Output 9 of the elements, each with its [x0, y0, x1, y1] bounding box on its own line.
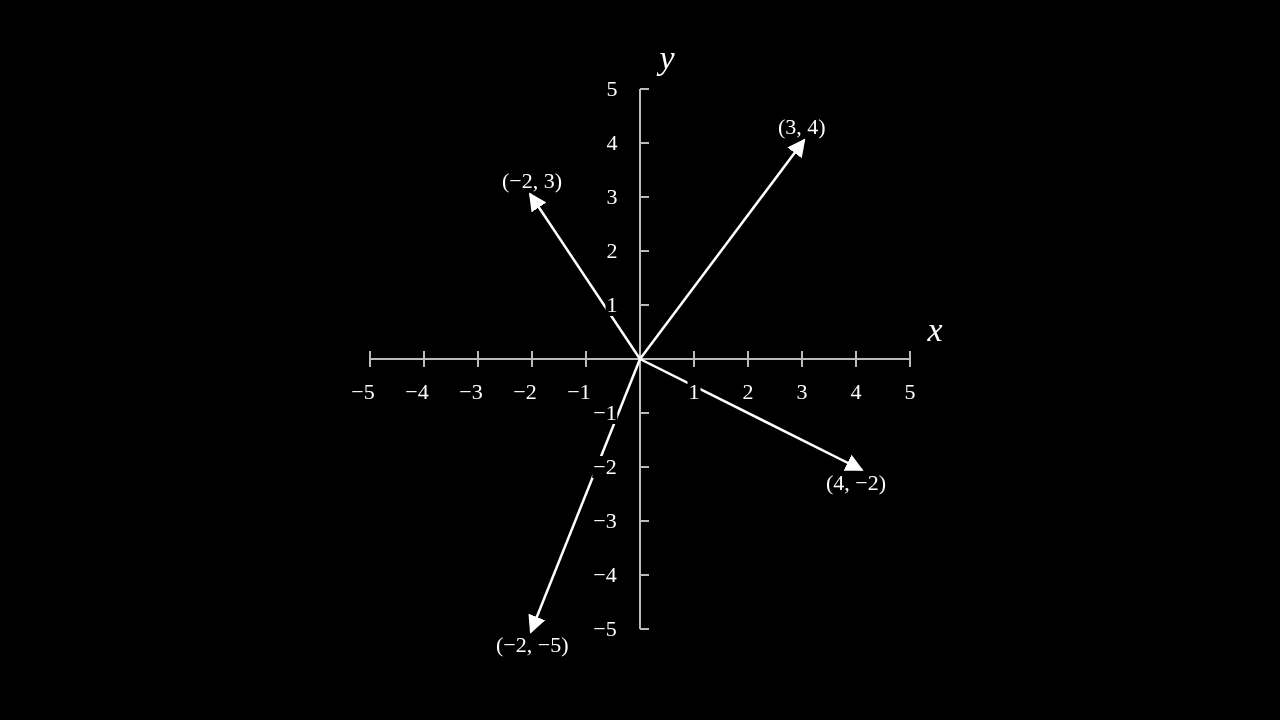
vector-arrow: [639, 357, 864, 472]
vector-arrow: [528, 192, 642, 360]
point-label: (4, −2): [823, 470, 890, 496]
point-label: (−2, 3): [499, 168, 566, 194]
point-label: (3, 4): [775, 114, 829, 140]
point-label: (−2, −5): [493, 632, 572, 658]
vector-arrow: [528, 358, 642, 634]
vector-arrow: [639, 138, 806, 360]
tick-label: −2: [592, 456, 618, 478]
